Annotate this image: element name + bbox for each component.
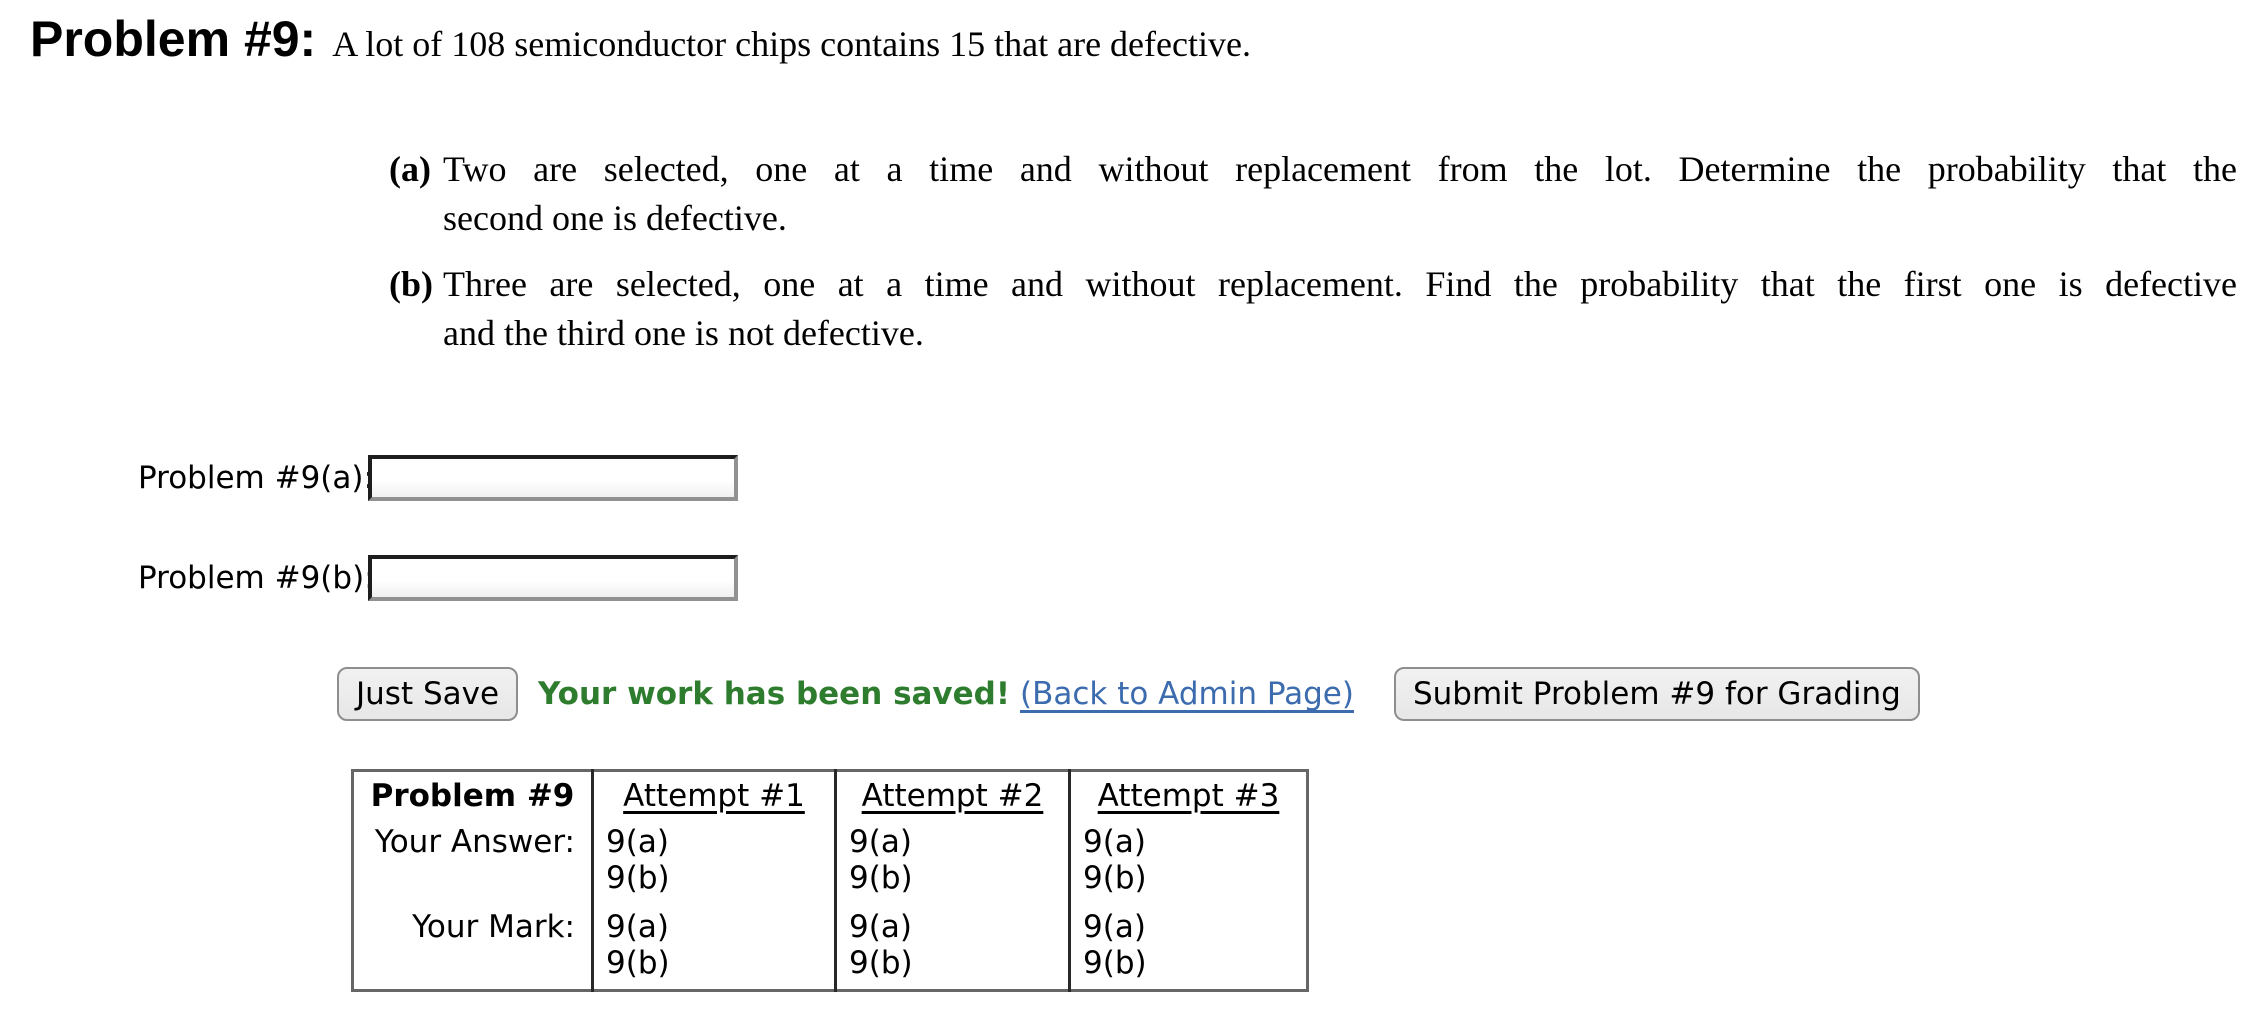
answer-attempt-2-cell: 9(a) 9(b) bbox=[834, 816, 1070, 897]
results-header-attempt-3: Attempt #3 bbox=[1068, 770, 1308, 816]
part-b-text: Three are selected, one at a time and wi… bbox=[443, 260, 2237, 358]
submit-grading-button[interactable]: Submit Problem #9 for Grading bbox=[1393, 667, 1920, 721]
your-answer-row: Your Answer: 9(a) 9(b) 9(a) 9(b) 9(a) 9(… bbox=[353, 816, 1308, 897]
part-a-text: Two are selected, one at a time and with… bbox=[443, 145, 2237, 243]
back-to-admin-link[interactable]: (Back to Admin Page) bbox=[1020, 676, 1354, 712]
just-save-button[interactable]: Just Save bbox=[337, 667, 519, 721]
results-header-attempt-2: Attempt #2 bbox=[834, 770, 1070, 816]
field-label-9b: Problem #9(b): bbox=[138, 560, 375, 596]
answer-attempt-3-cell: 9(a) 9(b) bbox=[1068, 816, 1308, 897]
part-b-label: (b) bbox=[389, 264, 433, 304]
answer-row-9b: Problem #9(b): bbox=[138, 555, 2260, 601]
mark-attempt-2-cell: 9(a) 9(b) bbox=[834, 897, 1070, 991]
part-b-line-1: Three are selected, one at a time and wi… bbox=[443, 264, 2237, 304]
results-header-attempt-1: Attempt #1 bbox=[591, 770, 836, 816]
part-a-line-2: second one is defective. bbox=[443, 198, 787, 238]
your-answer-label: Your Answer: bbox=[374, 824, 575, 860]
part-a: (a) Two are selected, one at a time and … bbox=[389, 145, 2237, 243]
part-b: (b) Three are selected, one at a time an… bbox=[389, 260, 2237, 358]
results-header-problem: Problem #9 bbox=[370, 778, 575, 814]
problem-statement: A lot of 108 semiconductor chips contain… bbox=[332, 24, 1251, 64]
action-row: Just Save Your work has been saved! (Bac… bbox=[337, 667, 2260, 721]
part-a-line-1: Two are selected, one at a time and with… bbox=[443, 149, 2237, 189]
your-mark-row: Your Mark: 9(a) 9(b) 9(a) 9(b) 9(a) 9(b) bbox=[353, 897, 1308, 991]
answer-input-9b[interactable] bbox=[368, 555, 738, 601]
part-b-line-2: and the third one is not defective. bbox=[443, 313, 924, 353]
mark-attempt-1-cell: 9(a) 9(b) bbox=[591, 897, 836, 991]
answer-input-9a[interactable] bbox=[368, 455, 738, 501]
page-title: Problem #9: bbox=[30, 11, 317, 67]
your-mark-label: Your Mark: bbox=[412, 909, 575, 945]
saved-status-text: Your work has been saved! bbox=[538, 676, 1010, 712]
results-header-row: Problem #9 Attempt #1 Attempt #2 Attempt… bbox=[353, 770, 1308, 816]
part-a-label: (a) bbox=[389, 149, 431, 189]
results-table: Problem #9 Attempt #1 Attempt #2 Attempt… bbox=[351, 769, 1309, 992]
mark-attempt-3-cell: 9(a) 9(b) bbox=[1068, 897, 1308, 991]
problem-parts: (a) Two are selected, one at a time and … bbox=[389, 145, 2237, 358]
problem-header: Problem #9: A lot of 108 semiconductor ch… bbox=[30, 14, 2260, 76]
answer-attempt-1-cell: 9(a) 9(b) bbox=[591, 816, 836, 897]
field-label-9a: Problem #9(a): bbox=[138, 460, 374, 496]
answer-row-9a: Problem #9(a): bbox=[138, 455, 2260, 501]
